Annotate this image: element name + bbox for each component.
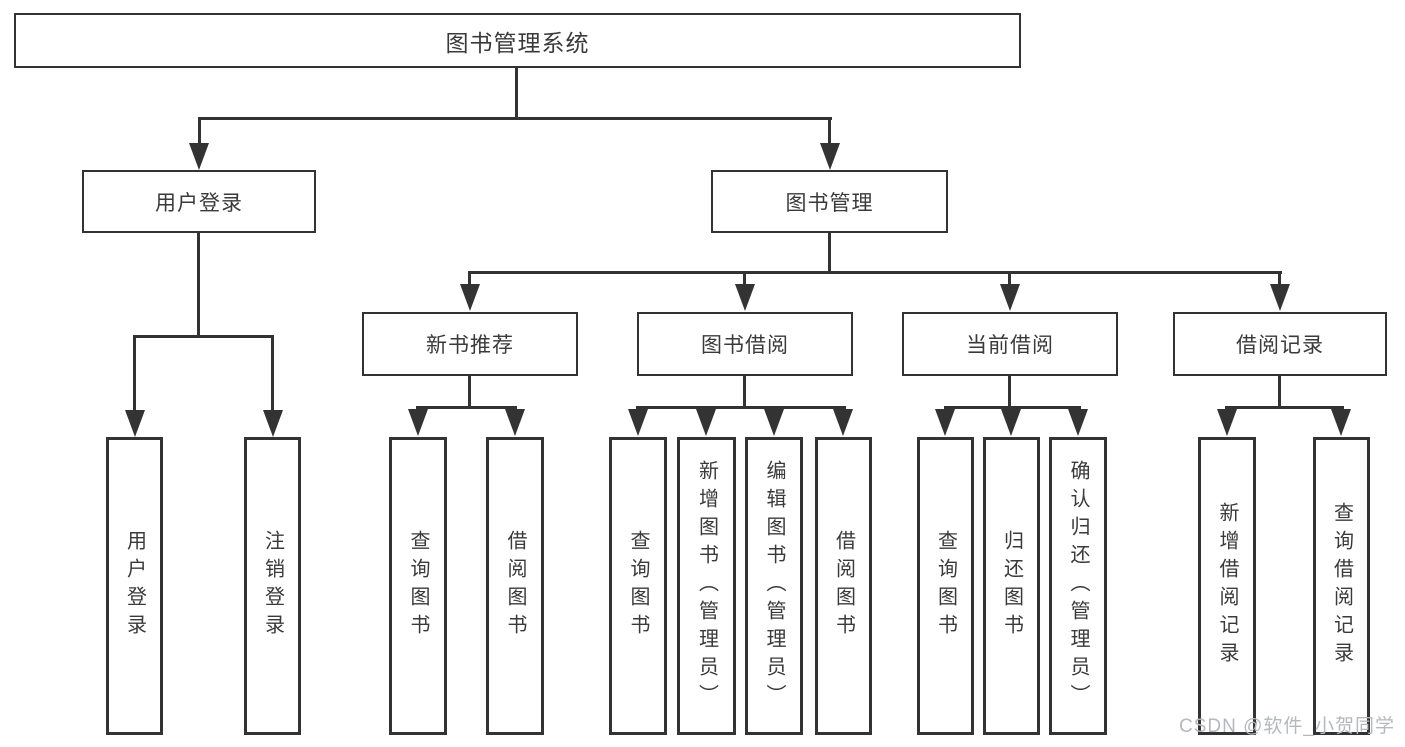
connector-line [1278, 376, 1281, 409]
leaf-edit-book-admin: 编辑图书（管理员） [745, 437, 803, 735]
connector-line [828, 233, 831, 274]
connector-line [468, 271, 471, 289]
leaf-confirm-return-admin: 确认归还（管理员） [1049, 437, 1107, 735]
connector-line [468, 376, 471, 409]
connector-line [133, 335, 136, 415]
arrow-down-icon [1000, 284, 1020, 311]
leaf-query-borrow-record: 查询借阅记录 [1313, 437, 1370, 735]
arrow-down-icon [189, 143, 209, 170]
connector-line [133, 335, 274, 338]
arrow-down-icon [1217, 409, 1237, 436]
arrow-down-icon [460, 284, 480, 311]
arrow-down-icon [505, 409, 525, 436]
connector-line [468, 271, 1282, 274]
connector-line [1278, 271, 1281, 289]
leaf-label: 编辑图书（管理员） [763, 460, 785, 712]
arrow-down-icon [628, 409, 648, 436]
arrow-down-icon [735, 284, 755, 311]
arrow-down-icon [820, 143, 840, 170]
connector-line [743, 376, 746, 409]
leaf-query-book-rec: 查询图书 [389, 437, 447, 735]
leaf-label: 借阅图书 [504, 530, 526, 642]
arrow-down-icon [1331, 409, 1351, 436]
leaf-label: 新增借阅记录 [1216, 502, 1238, 670]
arrow-down-icon [1270, 284, 1290, 311]
leaf-logout: 注销登录 [244, 437, 301, 735]
connector-line [198, 117, 201, 150]
arrow-down-icon [125, 410, 145, 437]
node-book-mgmt: 图书管理 [711, 170, 948, 233]
leaf-return-book: 归还图书 [983, 437, 1040, 735]
connector-line [1225, 406, 1344, 409]
leaf-query-book-borrow: 查询图书 [609, 437, 667, 735]
leaf-add-book-admin: 新增图书（管理员） [677, 437, 736, 735]
connector-line [828, 117, 831, 150]
arrow-down-icon [263, 410, 283, 437]
leaf-add-borrow-record: 新增借阅记录 [1198, 437, 1256, 735]
leaf-label: 确认归还（管理员） [1067, 460, 1089, 712]
leaf-label: 借阅图书 [832, 530, 855, 642]
leaf-label: 新增图书（管理员） [695, 460, 718, 712]
leaf-label: 查询图书 [627, 530, 649, 642]
node-current-borrow: 当前借阅 [902, 312, 1118, 376]
leaf-user-login: 用户登录 [106, 437, 163, 735]
connector-line [1008, 271, 1011, 289]
watermark: CSDN @软件_小贺同学 [1179, 716, 1395, 737]
leaf-label: 归还图书 [1000, 530, 1023, 642]
arrow-down-icon [1001, 409, 1021, 436]
leaf-borrow-book-borrow: 借阅图书 [815, 437, 872, 735]
connector-line [198, 117, 832, 120]
arrow-down-icon [764, 409, 784, 436]
connector-line [743, 271, 746, 289]
arrow-down-icon [833, 409, 853, 436]
connector-line [197, 233, 200, 338]
leaf-label: 注销登录 [261, 530, 284, 642]
arrow-down-icon [408, 409, 428, 436]
node-root: 图书管理系统 [14, 13, 1021, 68]
arrow-down-icon [696, 409, 716, 436]
connector-line [515, 68, 518, 120]
node-user-login: 用户登录 [82, 170, 316, 233]
connector-line [416, 406, 517, 409]
leaf-label: 查询图书 [407, 530, 429, 642]
node-book-borrow: 图书借阅 [637, 312, 853, 376]
connector-line [636, 406, 846, 409]
connector-line [944, 406, 1081, 409]
arrow-down-icon [935, 409, 955, 436]
leaf-label: 查询图书 [934, 530, 957, 642]
leaf-borrow-book-rec: 借阅图书 [486, 437, 544, 735]
leaf-label: 用户登录 [123, 530, 146, 642]
arrow-down-icon [1068, 409, 1088, 436]
connector-line [1008, 376, 1011, 409]
node-borrow-record: 借阅记录 [1173, 312, 1387, 376]
leaf-query-book-current: 查询图书 [917, 437, 974, 735]
node-new-book-rec: 新书推荐 [362, 312, 578, 376]
connector-line [271, 335, 274, 415]
leaf-label: 查询借阅记录 [1330, 502, 1353, 670]
